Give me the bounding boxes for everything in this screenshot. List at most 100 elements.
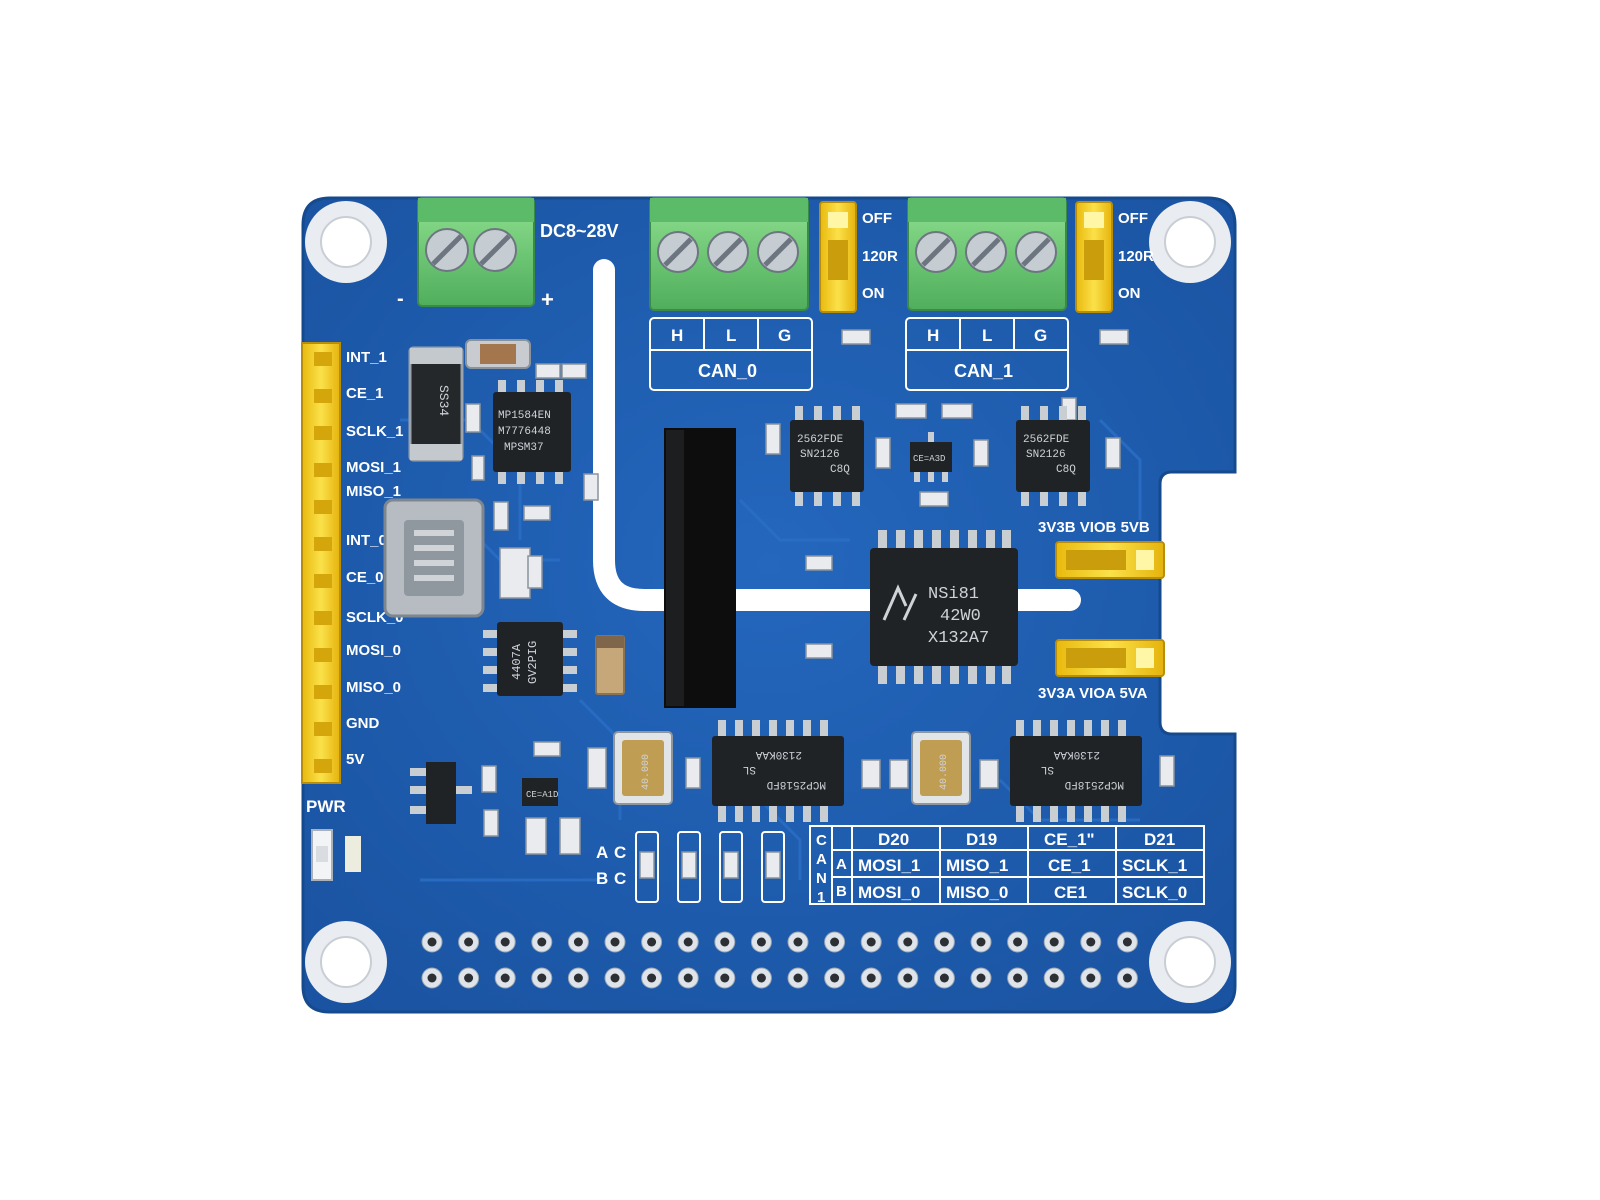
can1-jumper-off: OFF (1118, 210, 1148, 227)
controller-a-line1: MCP2518FD (766, 778, 826, 790)
pin-select-table (809, 825, 1205, 905)
power-minus-label: - (397, 288, 404, 310)
gpio-hole (647, 937, 657, 947)
can1-pin-l: L (982, 326, 992, 345)
gpio-hole (464, 937, 474, 947)
pin-label: 5V (346, 751, 364, 768)
transceiver-ic-b: 2562FDE SN2126 C8Q (1016, 406, 1090, 506)
gpio-hole (537, 937, 547, 947)
pin-label: CE_0 (346, 569, 384, 586)
table-cell: CE1 (1054, 883, 1087, 902)
gpio-hole (1122, 937, 1132, 947)
can0-pin-l: L (726, 326, 736, 345)
transceiver-a-line2: SN2126 (800, 449, 840, 461)
gpio-hole (903, 937, 913, 947)
regulator-line2: M7776448 (498, 426, 551, 438)
solder-select-pads[interactable] (635, 831, 785, 903)
can0-jumper-120r: 120R (862, 248, 898, 265)
gpio-hole (976, 973, 986, 983)
gpio-hole (866, 937, 876, 947)
select-pad (635, 831, 659, 903)
power-inductor (383, 498, 485, 618)
gpio-hole (1049, 973, 1059, 983)
gpio-hole (500, 937, 510, 947)
digital-isolator-ic: NSi81 42W0 X132A7 (870, 530, 1018, 684)
select-mark-c1: C (614, 843, 626, 862)
gpio-hole (939, 973, 949, 983)
controller-b-line2: 2130KAA (1053, 748, 1100, 760)
crystal-b-marking: 40.000 (939, 754, 950, 790)
crystal-a-marking: 40.000 (641, 754, 652, 790)
gpio-hole (793, 973, 803, 983)
pin-header[interactable] (301, 342, 341, 784)
can1-termination-jumper[interactable] (1075, 201, 1113, 313)
pin-label: GND (346, 715, 380, 732)
mounting-hole-bl (305, 921, 387, 1003)
pin-label: INT_1 (346, 349, 387, 366)
gpio-hole (1086, 973, 1096, 983)
mosfet-line1: 4407A (510, 643, 524, 680)
can0-terminal-block (649, 197, 809, 311)
viob-jumper[interactable] (1055, 541, 1165, 579)
gpio-hole (939, 937, 949, 947)
gpio-hole (756, 937, 766, 947)
can-controller-b: MCP2518FD 2130KAA SL (1010, 720, 1142, 822)
gpio-hole (720, 937, 730, 947)
crystal-oscillator-a: 40.000 (613, 731, 673, 805)
table-side-char: A (816, 851, 827, 868)
transceiver-a-line3: C8Q (830, 464, 850, 476)
can1-terminal-block (907, 197, 1067, 311)
small-ic-marking: CE=A3D (913, 454, 945, 464)
electrolytic-cap (465, 339, 531, 369)
pin-header-labels: INT_1 CE_1 SCLK_1 MOSI_1 MISO_1 INT_0 CE… (346, 349, 404, 768)
mounting-hole-tr (1149, 201, 1231, 283)
table-header-row: D20 D19 CE_1" D21 (878, 830, 1175, 849)
can0-label: CAN_0 (698, 361, 757, 381)
gpio-hole (647, 973, 657, 983)
table-cell: D21 (1144, 830, 1175, 849)
pwr-label: PWR (306, 797, 346, 816)
table-row-tag-a: A (836, 856, 847, 873)
power-plus-label: + (541, 287, 554, 312)
power-input-label: DC8~28V (540, 221, 619, 241)
table-cell: SCLK_1 (1122, 856, 1187, 875)
mounting-hole-br (1149, 921, 1231, 1003)
isolated-dcdc-module (664, 428, 736, 708)
gpio-hole (1086, 937, 1096, 947)
pin-label: MOSI_0 (346, 642, 401, 659)
isolator-line3: X132A7 (928, 629, 989, 648)
transceiver-b-line2: SN2126 (1026, 449, 1066, 461)
select-mark-a: A (596, 843, 608, 862)
table-cell: CE_1" (1044, 830, 1095, 849)
can1-jumper-on: ON (1118, 285, 1141, 302)
gpio-hole (1013, 973, 1023, 983)
small-transistor-left (410, 762, 472, 824)
crystal-oscillator-b: 40.000 (911, 731, 971, 805)
table-row-tag-b: B (836, 883, 847, 900)
vioa-left: 3V3A (1038, 685, 1076, 702)
gpio-hole (720, 973, 730, 983)
table-cell: D20 (878, 830, 909, 849)
gpio-hole (830, 937, 840, 947)
diode-ss34: SS34 (408, 346, 464, 462)
select-pad (719, 831, 743, 903)
can0-termination-jumper[interactable] (819, 201, 857, 313)
vioa-jumper[interactable] (1055, 639, 1165, 677)
table-cell: MISO_0 (946, 883, 1008, 902)
viob-left: 3V3B (1038, 519, 1076, 536)
table-row-b: MOSI_0 MISO_0 CE1 SCLK_0 (858, 883, 1187, 902)
controller-b-line3: SL (1041, 763, 1054, 775)
controller-a-line2: 2130KAA (755, 748, 802, 760)
regulator-line1: MP1584EN (498, 410, 551, 422)
gpio-hole (427, 973, 437, 983)
gpio-hole (830, 973, 840, 983)
mosfet-line2: GV2PIG (526, 641, 540, 684)
small-ic-cea3d: CE=A3D (910, 432, 952, 482)
gpio-hole (683, 973, 693, 983)
misc-ic-cea1d: CE=A1D (522, 778, 558, 806)
pin-label: SCLK_1 (346, 423, 404, 440)
gpio-hole (573, 937, 583, 947)
select-pad-resistors (639, 851, 781, 879)
can0-pin-g: G (778, 326, 791, 345)
